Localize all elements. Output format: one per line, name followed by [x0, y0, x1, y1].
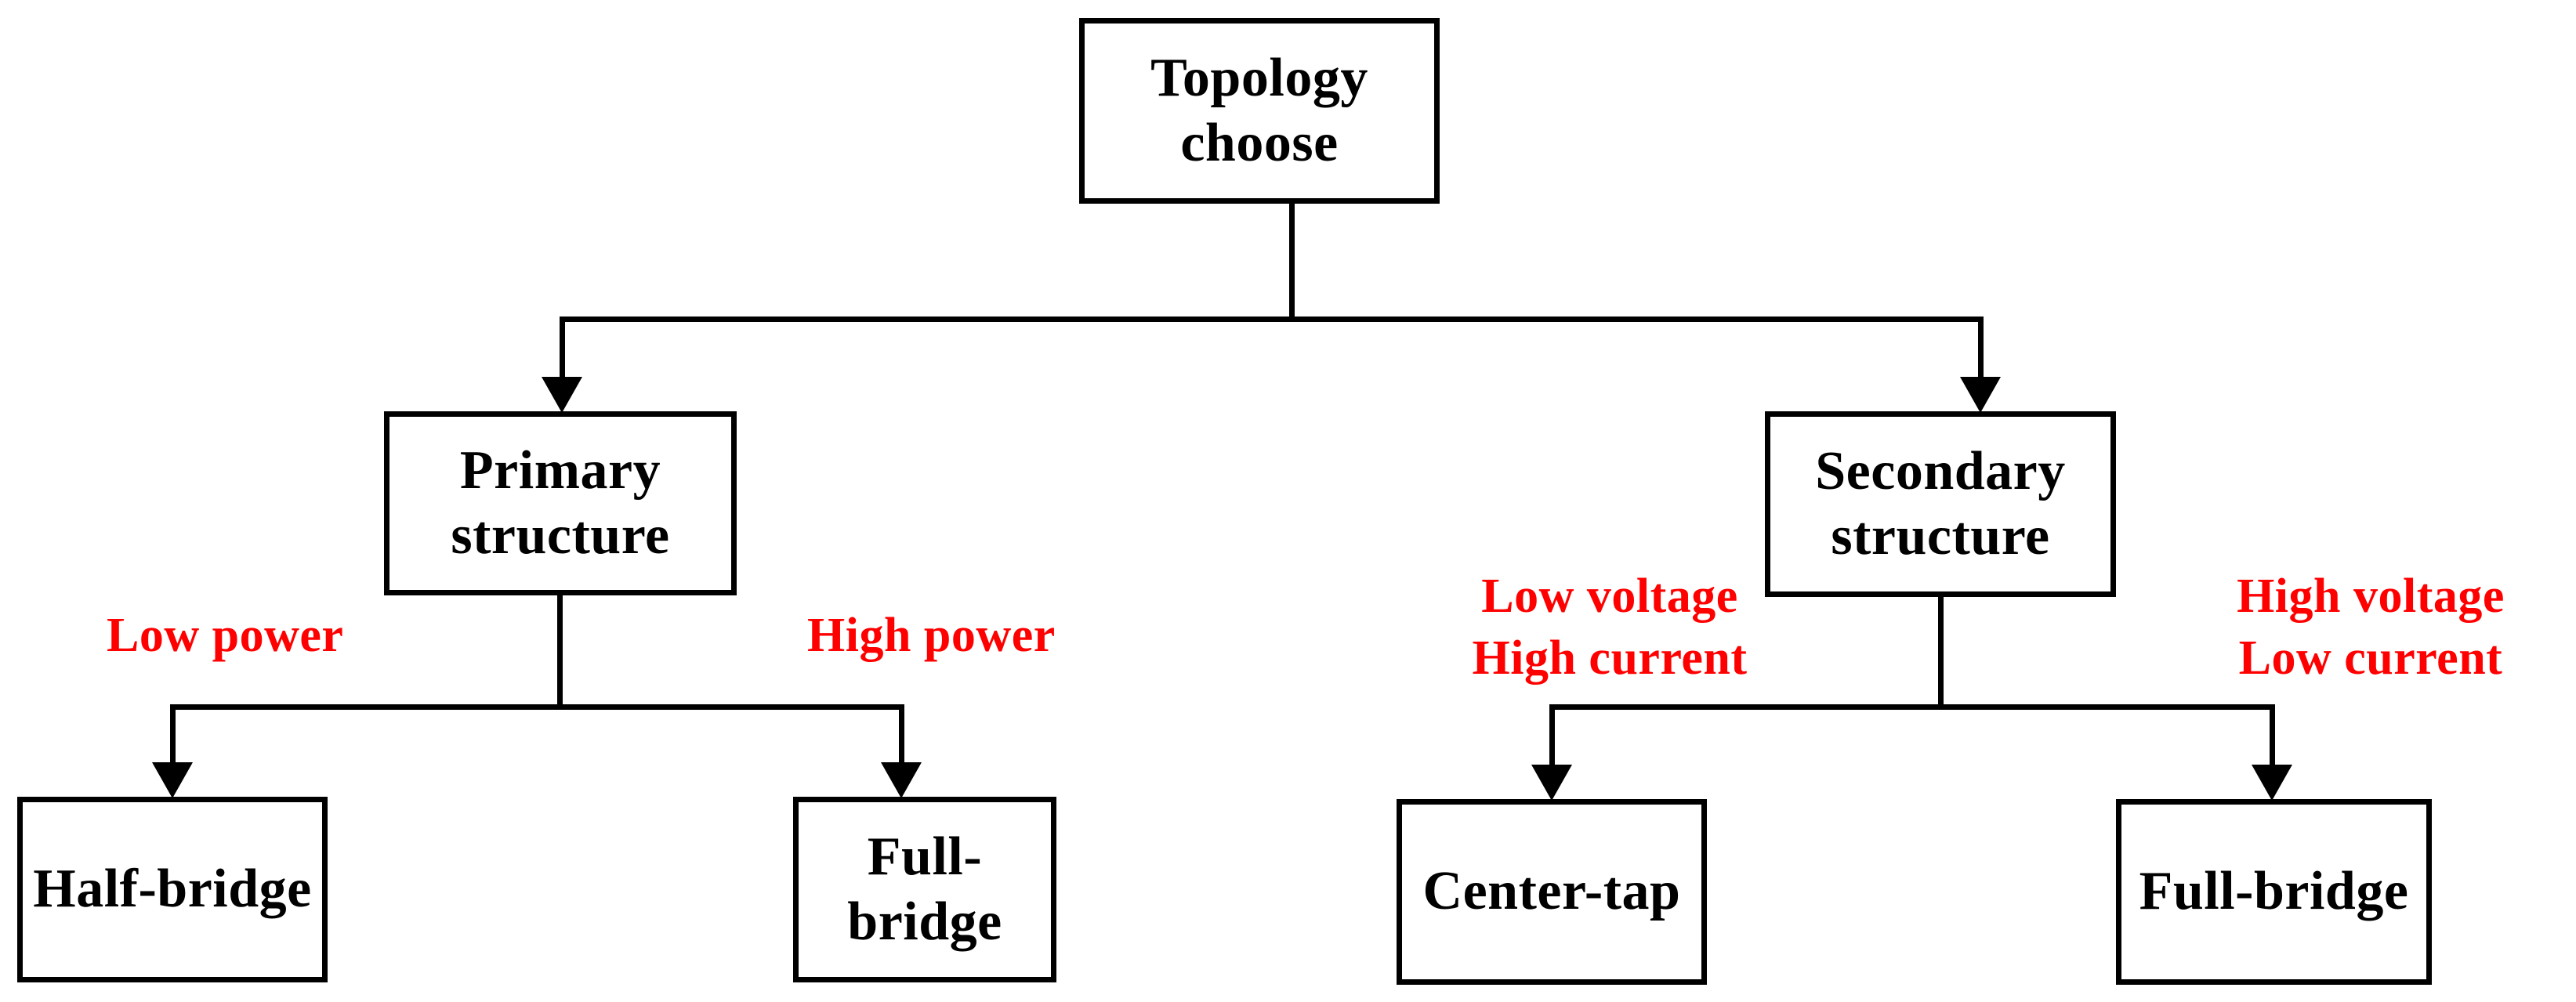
arrow-head-to-center-tap — [1531, 765, 1572, 801]
node-full-bridge-primary-label: Full-bridge — [847, 826, 1002, 952]
connector-to-secondary — [1978, 317, 1984, 383]
edge-label-high-voltage-low-current: High voltage Low current — [2237, 570, 2505, 685]
node-primary-structure[interactable]: Primary structure — [384, 411, 737, 595]
connector-to-full-bridge-secondary — [2270, 704, 2275, 769]
node-full-bridge-secondary[interactable]: Full-bridge — [2116, 799, 2432, 985]
edge-label-low-power: Low power — [107, 609, 344, 662]
connector-secondary-bus — [1549, 704, 2275, 710]
arrow-head-to-primary — [542, 377, 582, 413]
connector-topology-stem — [1289, 202, 1295, 321]
arrow-head-to-full-bridge-primary — [881, 762, 922, 798]
node-secondary-structure[interactable]: Secondary structure — [1765, 411, 2116, 597]
connector-primary-stem — [557, 594, 563, 708]
node-half-bridge-label: Half-bridge — [33, 859, 312, 920]
edge-label-low-voltage-high-current: Low voltage High current — [1472, 570, 1748, 685]
node-full-bridge-secondary-label: Full-bridge — [2139, 861, 2409, 922]
edge-label-high-power: High power — [807, 609, 1056, 662]
node-primary-structure-label: Primary structure — [451, 440, 670, 566]
node-topology-choose-label: Topology choose — [1150, 47, 1368, 173]
arrow-head-to-half-bridge — [152, 762, 193, 798]
connector-secondary-stem — [1938, 595, 1944, 708]
connector-to-full-bridge-primary — [899, 704, 904, 767]
connector-to-half-bridge — [170, 704, 176, 767]
arrow-head-to-full-bridge-secondary — [2252, 765, 2292, 801]
arrow-head-to-secondary — [1960, 377, 2001, 413]
connector-primary-bus — [170, 704, 904, 710]
node-half-bridge[interactable]: Half-bridge — [17, 797, 328, 982]
node-topology-choose[interactable]: Topology choose — [1079, 18, 1440, 204]
node-full-bridge-primary[interactable]: Full-bridge — [793, 797, 1056, 982]
connector-to-center-tap — [1549, 704, 1555, 769]
node-secondary-structure-label: Secondary structure — [1815, 440, 2066, 566]
node-center-tap-label: Center-tap — [1422, 861, 1681, 922]
connector-level1-bus — [560, 317, 1984, 322]
connector-to-primary — [560, 317, 565, 383]
node-center-tap[interactable]: Center-tap — [1397, 799, 1707, 985]
